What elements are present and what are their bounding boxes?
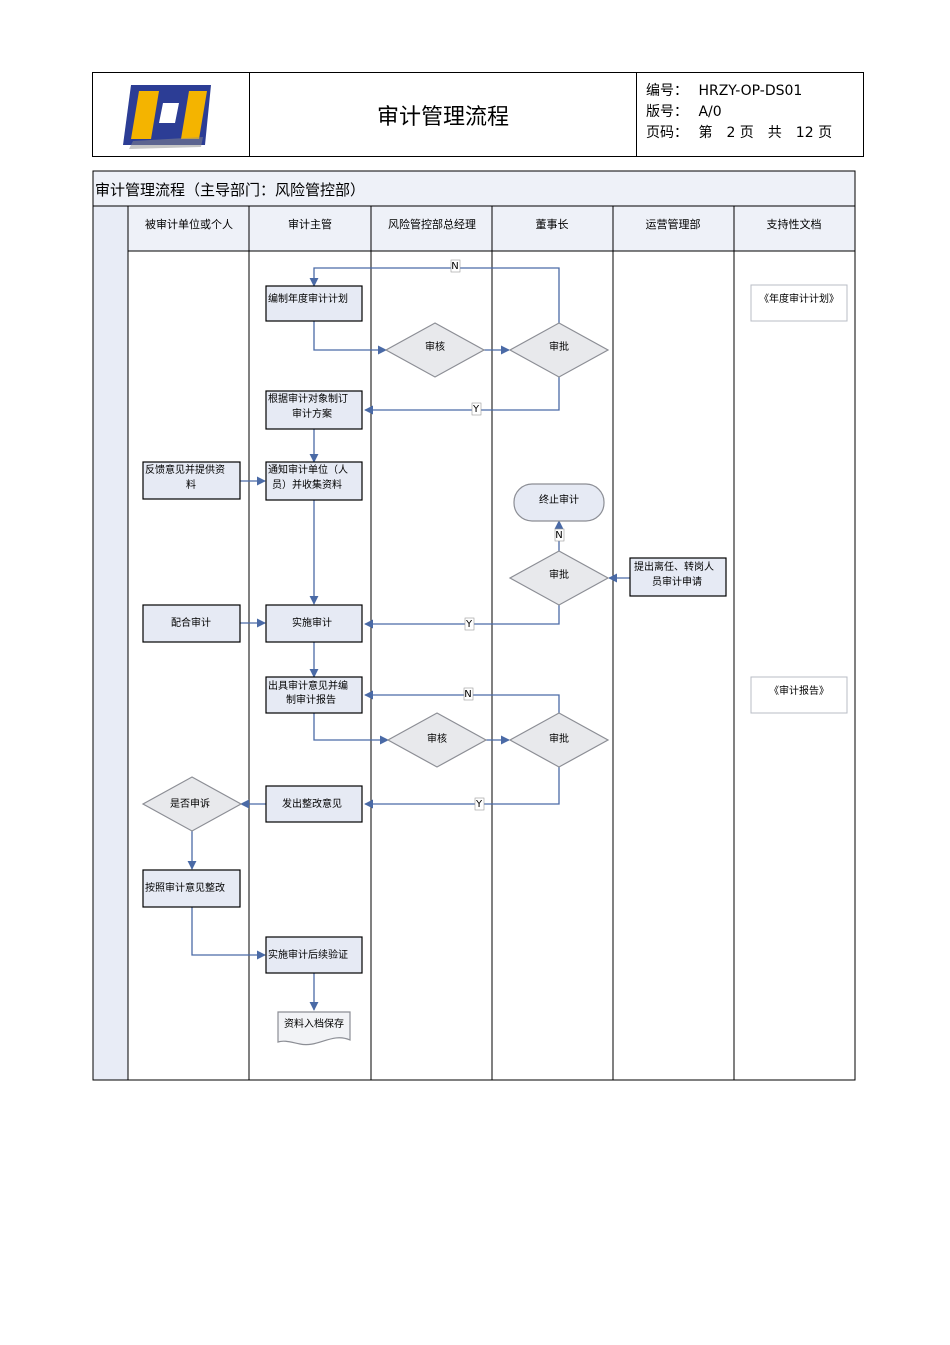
logo-cell [93, 73, 250, 156]
lane-header-chairman: 董事长 [536, 218, 569, 231]
section-title: 审计管理流程（主导部门：风险管控部） [95, 181, 365, 199]
label-no: N [464, 689, 471, 700]
lane-header-audited: 被审计单位或个人 [145, 217, 233, 231]
node-request-line2: 员审计申请 [652, 575, 702, 588]
doc-number-value: HRZY-OP-DS01 [698, 83, 803, 99]
node-report-line2: 制审计报告 [286, 693, 336, 706]
node-feedback-box [142, 461, 241, 500]
arrow-rectify-to-followup [191, 907, 266, 960]
doc-number-label: 编号： [646, 83, 688, 99]
lane-header-operations: 运营管理部 [646, 217, 701, 231]
arrow-approve3-no [364, 690, 560, 714]
document-meta: 编号： HRZY-OP-DS01 版号： A/0 页码： 第 2 页 共 12 … [646, 81, 832, 144]
node-rectify-opinion-box [265, 785, 363, 823]
arrow-report-to-review [313, 713, 389, 745]
node-followup-box [265, 936, 363, 974]
node-notify-line2: 员）并收集资料 [272, 478, 342, 491]
node-appeal: 是否申诉 [170, 797, 210, 810]
decision-approve3 [508, 712, 610, 768]
label-no: N [555, 530, 562, 541]
node-notify-box [265, 461, 363, 501]
arrow-approve1-no [309, 267, 560, 324]
node-cooperate-box [142, 604, 241, 643]
node-terminate: 终止审计 [539, 493, 579, 506]
node-annual-plan-box [265, 285, 363, 322]
document-title: 审计管理流程 [250, 73, 637, 156]
doc-report: 《审计报告》 [769, 684, 829, 697]
node-approve3: 审批 [549, 732, 569, 745]
node-archive-shape [277, 1011, 351, 1046]
node-terminate-shape [513, 483, 605, 522]
node-cooperate: 配合审计 [171, 616, 211, 629]
node-audit-plan-line2: 审计方案 [292, 407, 332, 420]
left-margin-column [92, 205, 129, 1081]
node-followup: 实施审计后续验证 [268, 948, 348, 961]
node-report-line1: 出具审计意见并编 [268, 679, 348, 692]
lane-header-docs: 支持性文档 [767, 217, 822, 231]
version-value: A/0 [698, 104, 722, 120]
arrow-approve3-yes [364, 766, 560, 809]
node-implement-box [265, 604, 363, 643]
node-report-box [265, 676, 363, 714]
decision-review1 [384, 322, 486, 378]
arrow-approve2-yes [364, 604, 560, 629]
page-row: 页码： 第 2 页 共 12 页 [646, 123, 832, 144]
node-feedback-line1: 反馈意见并提供资 [145, 463, 225, 476]
decision-review2 [386, 712, 488, 768]
node-annual-plan: 编制年度审计计划 [268, 292, 348, 305]
node-rectify-box [142, 869, 241, 908]
node-request-box [629, 557, 727, 597]
doc-report-box [750, 676, 848, 714]
node-request-line1: 提出离任、转岗人 [634, 560, 714, 573]
node-feedback-line2: 料 [186, 478, 196, 491]
node-audit-plan-line1: 根据审计对象制订 [268, 392, 348, 405]
node-audit-plan-box [265, 390, 363, 430]
label-yes: Y [465, 619, 473, 630]
page-label: 页码： [646, 125, 688, 141]
version-row: 版号： A/0 [646, 102, 832, 123]
node-approve2: 审批 [549, 568, 569, 581]
node-archive: 资料入档保存 [284, 1017, 344, 1030]
node-approve1: 审批 [549, 340, 569, 353]
lane-header-risk-gm: 风险管控部总经理 [388, 217, 476, 231]
document-header: 审计管理流程 编号： HRZY-OP-DS01 版号： A/0 页码： 第 2 … [92, 72, 864, 157]
node-notify-line1: 通知审计单位（人 [268, 463, 348, 476]
label-yes: Y [472, 404, 480, 415]
decision-approve2 [508, 550, 610, 606]
decision-appeal [141, 776, 243, 832]
label-yes: Y [475, 799, 483, 810]
lane-header-supervisor: 审计主管 [288, 217, 332, 231]
decision-approve1 [508, 322, 610, 378]
page-value: 第 2 页 共 12 页 [698, 125, 833, 141]
arrow-plan-to-review [313, 321, 387, 355]
label-no: N [451, 261, 458, 272]
node-review2: 审核 [427, 732, 447, 745]
doc-annual-plan: 《年度审计计划》 [759, 292, 839, 305]
company-logo-icon [123, 85, 211, 149]
doc-annual-plan-box [750, 284, 848, 322]
node-review1: 审核 [425, 340, 445, 353]
version-label: 版号： [646, 104, 688, 120]
node-rectify: 按照审计意见整改 [145, 881, 225, 894]
doc-number-row: 编号： HRZY-OP-DS01 [646, 81, 832, 102]
section-title-bar [92, 170, 856, 207]
arrow-approve1-yes [364, 376, 560, 415]
node-implement: 实施审计 [292, 616, 332, 629]
node-rectify-opinion: 发出整改意见 [282, 797, 342, 810]
